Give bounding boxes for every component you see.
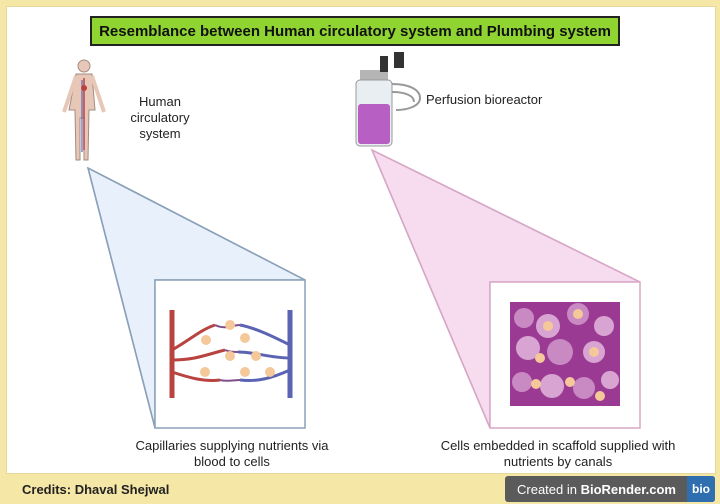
bioreactor-icon — [355, 52, 422, 147]
scaffold-cells-caption: Cells embedded in scaffold supplied with… — [440, 438, 676, 469]
capillary-network — [169, 310, 293, 398]
badge-text: Created in BioRender.com — [505, 482, 676, 497]
badge-brand: BioRender.com — [580, 481, 676, 497]
biorender-logo-icon: bio — [687, 476, 715, 502]
biorender-badge[interactable]: Created in BioRender.com bio — [505, 476, 715, 502]
scaffold-texture — [510, 302, 620, 406]
credits-text: Credits: Dhaval Shejwal — [22, 482, 170, 497]
perfusion-bioreactor-label: Perfusion bioreactor — [426, 92, 543, 107]
badge-prefix: Created in — [517, 481, 581, 497]
diagram-title: Resemblance between Human circulatory sy… — [90, 16, 620, 46]
human-circulatory-label: Human circulatory system — [130, 94, 190, 141]
capillaries-caption: Capillaries supplying nutrients via bloo… — [135, 438, 329, 469]
human-body-icon — [62, 59, 106, 161]
